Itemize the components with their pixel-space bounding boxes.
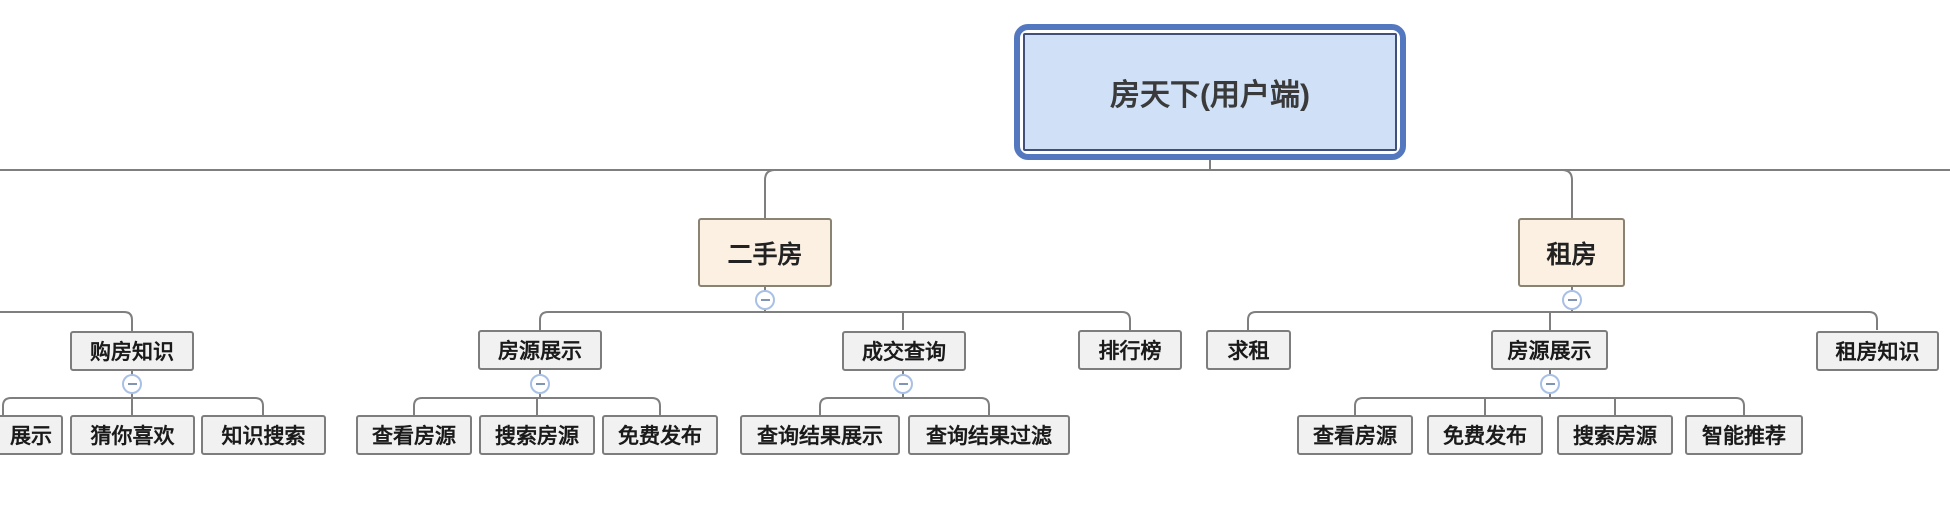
node-label: 排行榜 bbox=[1098, 340, 1162, 363]
branch-curve-esf bbox=[764, 169, 776, 218]
collapse-button-fangyuanzhanshi-rent[interactable] bbox=[1540, 374, 1560, 394]
node-smart-recommend[interactable]: 智能推荐 bbox=[1685, 415, 1803, 455]
node-listing-display-esf[interactable]: 房源展示 bbox=[478, 330, 602, 370]
node-guess-you-like[interactable]: 猜你喜欢 bbox=[70, 415, 195, 455]
root-node[interactable]: 房天下(用户端) bbox=[1014, 24, 1406, 160]
collapse-button-chengjiaochaxun[interactable] bbox=[893, 374, 913, 394]
node-label: 房源展示 bbox=[1507, 340, 1592, 363]
node-label: 展示 bbox=[10, 425, 52, 448]
minus-icon bbox=[898, 383, 908, 385]
node-view-listings-esf[interactable]: 查看房源 bbox=[356, 415, 472, 455]
node-label: 房源展示 bbox=[498, 340, 582, 363]
node-deal-query[interactable]: 成交查询 bbox=[842, 331, 966, 371]
node-label: 二手房 bbox=[727, 240, 803, 269]
minus-icon bbox=[535, 383, 545, 385]
collapse-button-zufang[interactable] bbox=[1562, 290, 1582, 310]
node-view-listings-rent[interactable]: 查看房源 bbox=[1297, 415, 1413, 455]
root-node-label: 房天下(用户端) bbox=[1023, 33, 1397, 151]
collapse-button-fangyuanzhanshi-esf[interactable] bbox=[530, 374, 550, 394]
node-query-result-display[interactable]: 查询结果展示 bbox=[740, 415, 900, 455]
fyzs-rent-children-rail bbox=[1354, 397, 1745, 415]
node-label: 租房 bbox=[1546, 240, 1597, 269]
node-label: 搜索房源 bbox=[495, 425, 579, 448]
node-label: 成交查询 bbox=[862, 341, 946, 364]
node-knowledge-search[interactable]: 知识搜索 bbox=[201, 415, 326, 455]
node-rent-seeking[interactable]: 求租 bbox=[1206, 330, 1291, 370]
node-label: 智能推荐 bbox=[1702, 425, 1786, 448]
node-label: 查看房源 bbox=[1313, 425, 1397, 448]
node-search-listings-rent[interactable]: 搜索房源 bbox=[1557, 415, 1673, 455]
node-query-result-filter[interactable]: 查询结果过滤 bbox=[908, 415, 1070, 455]
branch-second-hand-house[interactable]: 二手房 bbox=[698, 218, 832, 287]
minus-icon bbox=[1545, 383, 1555, 385]
node-label: 求租 bbox=[1227, 340, 1270, 363]
branch-curve-rent bbox=[1561, 169, 1573, 218]
node-ranking[interactable]: 排行榜 bbox=[1078, 330, 1182, 370]
node-display-clipped[interactable]: 展示 bbox=[0, 415, 63, 455]
collapse-button-ershoufang[interactable] bbox=[755, 290, 775, 310]
cjcx-children-rail bbox=[819, 397, 990, 415]
node-house-buying-knowledge[interactable]: 购房知识 bbox=[70, 331, 194, 371]
offscreen-branch-rail bbox=[0, 311, 133, 331]
node-free-publish-esf[interactable]: 免费发布 bbox=[602, 415, 718, 455]
branch-renting[interactable]: 租房 bbox=[1518, 218, 1625, 287]
node-label: 搜索房源 bbox=[1573, 425, 1657, 448]
node-label: 猜你喜欢 bbox=[90, 425, 175, 448]
node-free-publish-rent[interactable]: 免费发布 bbox=[1427, 415, 1543, 455]
node-search-listings-esf[interactable]: 搜索房源 bbox=[479, 415, 595, 455]
node-label: 免费发布 bbox=[618, 425, 702, 448]
minus-icon bbox=[760, 299, 770, 301]
minus-icon bbox=[1567, 299, 1577, 301]
node-label: 知识搜索 bbox=[221, 425, 306, 448]
minus-icon bbox=[127, 383, 137, 385]
node-label: 租房知识 bbox=[1835, 341, 1920, 364]
esf-children-rail bbox=[539, 311, 1131, 330]
node-label: 查询结果过滤 bbox=[926, 425, 1052, 448]
collapse-button-goufangzhishi[interactable] bbox=[122, 374, 142, 394]
node-listing-display-rent[interactable]: 房源展示 bbox=[1491, 330, 1608, 370]
node-renting-knowledge[interactable]: 租房知识 bbox=[1816, 331, 1939, 371]
rent-children-rail bbox=[1247, 311, 1878, 330]
node-label: 查看房源 bbox=[372, 425, 456, 448]
node-label: 购房知识 bbox=[90, 341, 174, 364]
node-label: 查询结果展示 bbox=[757, 425, 883, 448]
node-label: 免费发布 bbox=[1443, 425, 1527, 448]
